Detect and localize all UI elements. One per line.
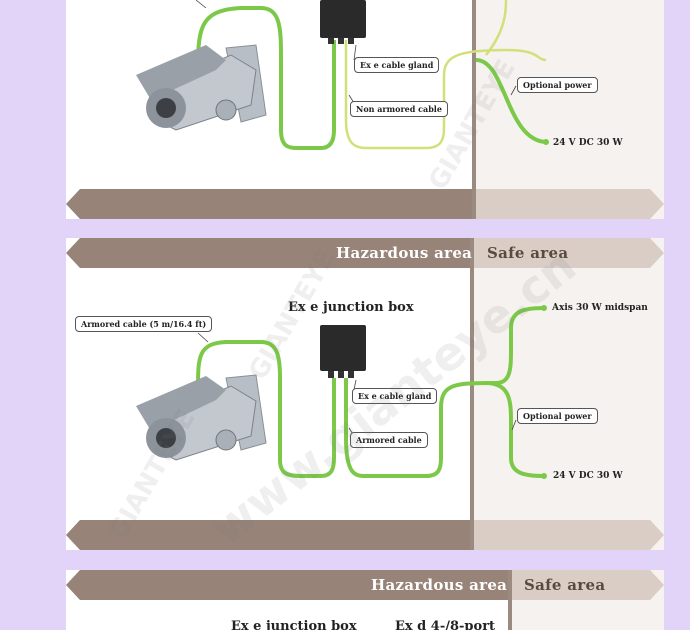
hazardous-area-label: Hazardous area <box>336 244 473 262</box>
camera-icon <box>136 374 267 461</box>
zone-band <box>66 570 664 600</box>
junction-box-icon <box>320 325 366 371</box>
junction-box-icon <box>320 0 366 38</box>
port-box-title: Ex d 4-/8-port <box>395 619 496 630</box>
supply-label: 24 V DC 30 W <box>553 471 623 481</box>
bottom-band <box>66 189 664 219</box>
safe-area-label: Safe area <box>524 576 606 594</box>
panel-bottom: Hazardous area Safe area Ex e junction b… <box>66 570 664 630</box>
safe-area-label: Safe area <box>487 244 569 262</box>
callout-cable: Armored cable <box>350 432 428 448</box>
callout-optional-power: Optional power <box>517 77 598 93</box>
callout-armored-cable-length: Armored cable (5 m/16.4 ft) <box>75 316 213 332</box>
junction-box-title: Ex e junction box <box>231 619 357 630</box>
wiring-top <box>136 0 549 151</box>
junction-box-title: Ex e junction box <box>288 300 414 315</box>
zone-divider <box>508 570 512 630</box>
safe-area-bg <box>476 0 664 219</box>
midspan-label: Axis 30 W midspan <box>552 303 648 313</box>
panel-middle: Hazardous area Safe area Ex e junction b… <box>66 238 664 550</box>
supply-label: 24 V DC 30 W <box>553 138 623 148</box>
panel-top: Ex e cable gland Non armored cable Optio… <box>66 0 664 219</box>
zone-divider <box>472 0 476 219</box>
wiring-middle <box>136 305 547 479</box>
hazardous-area-label: Hazardous area <box>371 576 508 594</box>
callout-gland: Ex e cable gland <box>354 57 440 73</box>
zone-band <box>66 238 664 268</box>
callout-cable: Non armored cable <box>350 101 448 117</box>
bottom-band <box>66 520 664 550</box>
zone-divider <box>470 238 474 550</box>
camera-icon <box>136 44 267 131</box>
callout-gland: Ex e cable gland <box>352 388 438 404</box>
callout-optional-power: Optional power <box>517 408 598 424</box>
